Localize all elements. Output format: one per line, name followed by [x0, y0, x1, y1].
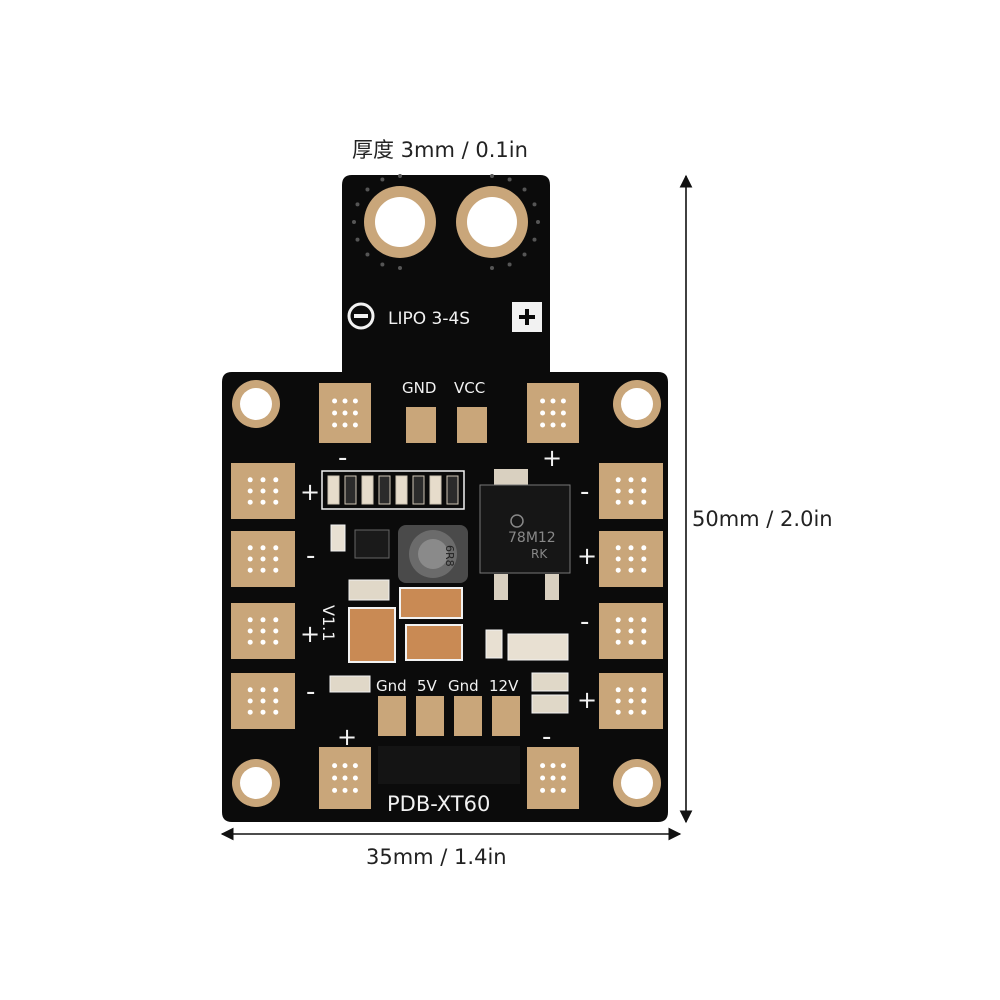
- smd-resistor: [412, 475, 425, 505]
- small-resistor-right: [531, 672, 569, 692]
- smd-part-right-2: [507, 633, 569, 661]
- right-pad-4-plus: +: [577, 686, 597, 714]
- small-resistor-left: [329, 675, 371, 693]
- bec-gnd-pad-2: [454, 696, 482, 736]
- via-dot: [490, 266, 494, 270]
- vcc-output-pad: [457, 407, 487, 443]
- left-pad-2-minus: -: [306, 541, 315, 571]
- mounting-hole-top-right: [613, 380, 661, 428]
- esc-pad-left-2: [231, 531, 295, 587]
- via-dot: [352, 220, 356, 224]
- left-pad-3-plus: +: [300, 620, 320, 648]
- via-dot: [536, 220, 540, 224]
- via-dot: [522, 252, 527, 257]
- left-pad-4-minus: -: [306, 677, 315, 707]
- gnd-label: GND: [402, 379, 436, 397]
- via-dot: [532, 202, 537, 207]
- esc-pad-bottom-left: [319, 747, 371, 809]
- board-name: PDB-XT60: [387, 792, 490, 816]
- capacitor-2: [399, 587, 463, 619]
- version-label: V1.1: [319, 605, 338, 641]
- via-dot: [355, 237, 360, 242]
- top-left-pad-minus: -: [338, 443, 347, 473]
- battery-plus-symbol: [512, 302, 542, 332]
- esc-pad-right-3: [599, 603, 663, 659]
- battery-positive-pad: [456, 186, 528, 258]
- mounting-hole-top-left: [232, 380, 280, 428]
- esc-pad-right-1: [599, 463, 663, 519]
- vcc-label: VCC: [454, 379, 485, 397]
- via-dot: [507, 177, 512, 182]
- xt60-footprint: [378, 746, 520, 784]
- right-pad-2-plus: +: [577, 542, 597, 570]
- via-dot: [398, 266, 402, 270]
- via-dot: [522, 187, 527, 192]
- right-pad-1-minus: -: [580, 477, 589, 507]
- esc-pad-top-right: [527, 383, 579, 443]
- capacitor-3: [348, 607, 396, 663]
- smd-resistor: [361, 475, 374, 505]
- bec-12v-label: 12V: [489, 677, 519, 695]
- via-dot: [398, 174, 402, 178]
- resistor-array-outline: [321, 470, 465, 510]
- bec-5v-pad: [416, 696, 444, 736]
- esc-pad-bottom-right: [527, 747, 579, 809]
- smd-resistor: [446, 475, 459, 505]
- smd-resistor: [429, 475, 442, 505]
- height-label: 50mm / 2.0in: [692, 507, 833, 531]
- bec-12v-pad: [492, 696, 520, 736]
- via-dot: [365, 252, 370, 257]
- capacitor-4: [405, 624, 463, 661]
- bec-gnd-label-1: Gnd: [376, 677, 407, 695]
- smd-resistor: [395, 475, 408, 505]
- esc-pad-left-4: [231, 673, 295, 729]
- smd-resistor: [327, 475, 340, 505]
- width-label: 35mm / 1.4in: [366, 845, 507, 869]
- capacitor-1: [348, 579, 390, 601]
- esc-pad-left-3: [231, 603, 295, 659]
- inductor-marking: 6R8: [443, 545, 456, 567]
- esc-pad-right-4: [599, 673, 663, 729]
- mounting-hole-bottom-right: [613, 759, 661, 807]
- regulator-marking-line2: RK: [531, 547, 548, 561]
- esc-pad-left-1: [231, 463, 295, 519]
- top-right-pad-plus: +: [542, 444, 562, 472]
- regulator-marking-line1: 78M12: [508, 530, 556, 546]
- battery-negative-pad: [364, 186, 436, 258]
- via-dot: [380, 262, 385, 267]
- gnd-output-pad: [406, 407, 436, 443]
- right-pad-3-minus: -: [580, 607, 589, 637]
- esc-pad-top-left: [319, 383, 371, 443]
- smd-part-left: [330, 524, 346, 552]
- via-dot: [532, 237, 537, 242]
- battery-minus-symbol: [347, 302, 375, 330]
- thickness-label: 厚度 3mm / 0.1in: [352, 138, 528, 162]
- battery-label: LIPO 3-4S: [388, 309, 470, 329]
- inductor: 6R8: [398, 525, 468, 583]
- smd-resistor: [344, 475, 357, 505]
- bec-gnd-label-2: Gnd: [448, 677, 479, 695]
- bec-gnd-pad-1: [378, 696, 406, 736]
- bottom-left-pad-plus: +: [337, 723, 357, 751]
- mounting-hole-bottom-left: [232, 759, 280, 807]
- smd-part-right: [485, 629, 503, 659]
- via-dot: [507, 262, 512, 267]
- small-ic: [354, 529, 390, 559]
- esc-pad-right-2: [599, 531, 663, 587]
- left-pad-1-plus: +: [300, 478, 320, 506]
- via-dot: [380, 177, 385, 182]
- bottom-right-pad-minus: -: [542, 722, 551, 752]
- via-dot: [355, 202, 360, 207]
- via-dot: [490, 174, 494, 178]
- bec-5v-label: 5V: [417, 677, 438, 695]
- smd-resistor: [378, 475, 391, 505]
- small-resistor-right-2: [531, 694, 569, 714]
- via-dot: [365, 187, 370, 192]
- voltage-regulator: 78M12 RK: [479, 469, 571, 600]
